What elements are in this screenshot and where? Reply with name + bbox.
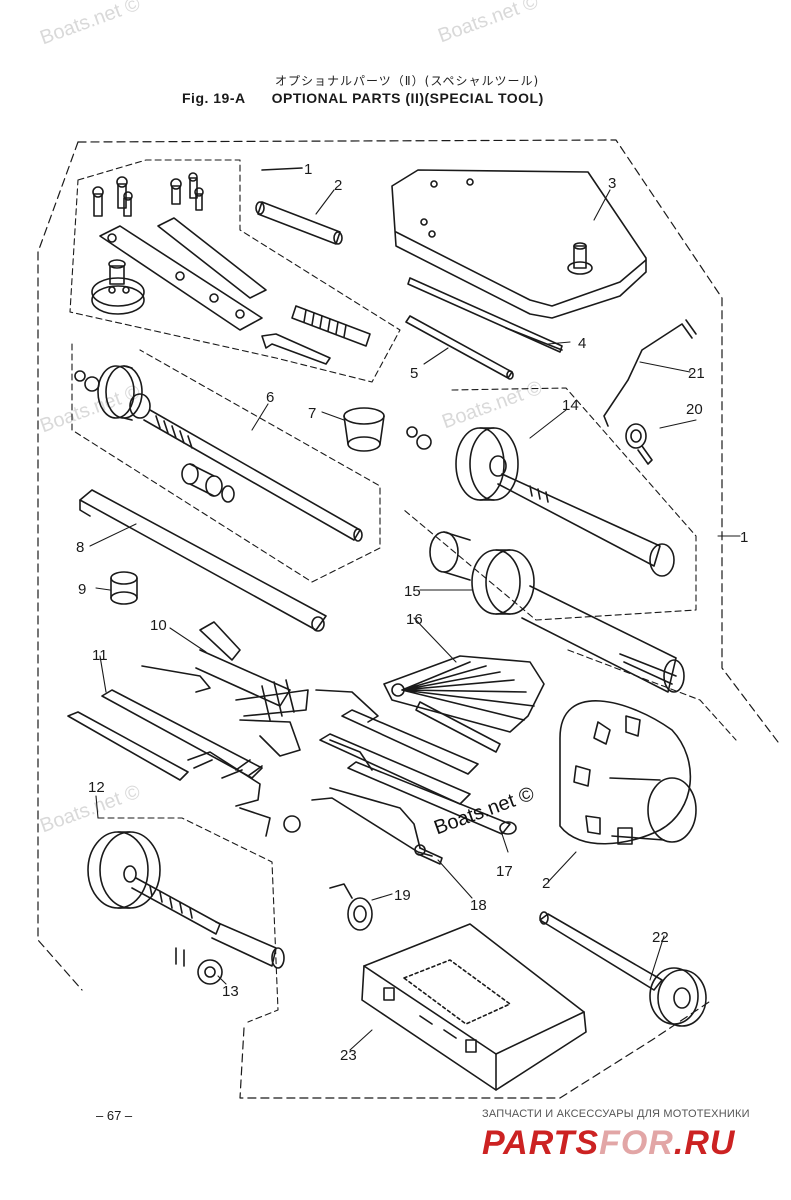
callout-8: 8 (76, 539, 84, 556)
callout-20: 20 (686, 401, 703, 418)
callout-17: 17 (496, 863, 513, 880)
callout-12: 12 (88, 779, 105, 796)
part-18-pliers (311, 787, 443, 865)
callout-2: 2 (334, 177, 342, 194)
callout-22: 22 (652, 929, 669, 946)
part-15-shaft (429, 531, 685, 693)
callout-1: 1 (304, 161, 312, 178)
part-16-feeler-gauge (383, 655, 545, 753)
part-17-bars (319, 709, 517, 835)
title-japanese: オプショナルパーツ（Ⅱ）(スペシャルツール) (275, 74, 540, 88)
brand-logo: PARTSFOR.RU (482, 1124, 735, 1163)
callout-labels: 1 2 3 4 5 21 6 7 14 20 1 8 9 15 10 16 11… (76, 161, 748, 1064)
group-box-bearing-puller (403, 387, 697, 621)
callout-4: 4 (578, 335, 586, 352)
group-box-puller-12 (97, 817, 279, 1023)
flange-disk (91, 259, 145, 315)
page-number: – 67 – (96, 1108, 133, 1123)
part-4-rod (407, 277, 563, 353)
brand-mid: FOR (599, 1124, 674, 1162)
part-13-nut (175, 947, 223, 985)
callout-2-lower: 2 (542, 875, 550, 892)
callout-18: 18 (470, 897, 487, 914)
part-7-collar (343, 407, 385, 452)
part-22-long-pin (539, 911, 707, 1027)
callout-5: 5 (410, 365, 418, 382)
callout-23: 23 (340, 1047, 357, 1064)
brand-prefix: PARTS (482, 1124, 600, 1162)
figure-label: Fig. 19-A (182, 90, 246, 106)
part-8-long-bar (79, 489, 327, 632)
part-2-pin (255, 201, 343, 245)
group-box-ring-tool (567, 649, 737, 741)
part-10-clamp (141, 621, 379, 771)
part-11-handle-assembly (67, 689, 301, 837)
callout-6: 6 (266, 389, 274, 406)
part-1-leader (261, 167, 303, 171)
bolts-kit (92, 172, 204, 217)
leader-lines (89, 189, 735, 1051)
callout-10: 10 (150, 617, 167, 634)
callout-13: 13 (222, 983, 239, 1000)
long-plates (99, 217, 267, 331)
part-2-ring-tool (559, 700, 697, 845)
callout-7: 7 (308, 405, 316, 422)
threaded-driver (261, 305, 371, 365)
part-6-shaft-assembly (74, 365, 363, 542)
part-21-bent-rod (603, 319, 697, 427)
part-19-eye-bolt (329, 883, 373, 931)
callout-9: 9 (78, 581, 86, 598)
callout-1-right: 1 (740, 529, 748, 546)
callout-15: 15 (404, 583, 421, 600)
brand-tagline: ЗАПЧАСТИ И АКСЕССУАРЫ ДЛЯ МОТОТЕХНИКИ (482, 1108, 750, 1120)
part-12-puller (87, 831, 285, 969)
callout-11: 11 (92, 647, 108, 664)
group-box-rod-set (71, 343, 381, 583)
callout-3: 3 (608, 175, 616, 192)
part-9-nut (110, 571, 138, 605)
figure-title: OPTIONAL PARTS (II)(SPECIAL TOOL) (271, 90, 544, 106)
title-english: Fig. 19-A OPTIONAL PARTS (II)(SPECIAL TOO… (182, 90, 544, 106)
callout-16: 16 (406, 611, 423, 628)
callout-14: 14 (562, 397, 579, 414)
spacers (181, 463, 235, 503)
callout-21: 21 (688, 365, 705, 382)
part-14-puller (406, 426, 675, 577)
brand-suffix: .RU (673, 1124, 736, 1162)
part-23-tool-case (361, 923, 587, 1091)
part-5-rod (405, 315, 514, 380)
part-20-eye-bolt (625, 423, 653, 465)
callout-19: 19 (394, 887, 411, 904)
group-box-screws-plates (69, 159, 401, 383)
part-3-base-plate (391, 169, 647, 319)
